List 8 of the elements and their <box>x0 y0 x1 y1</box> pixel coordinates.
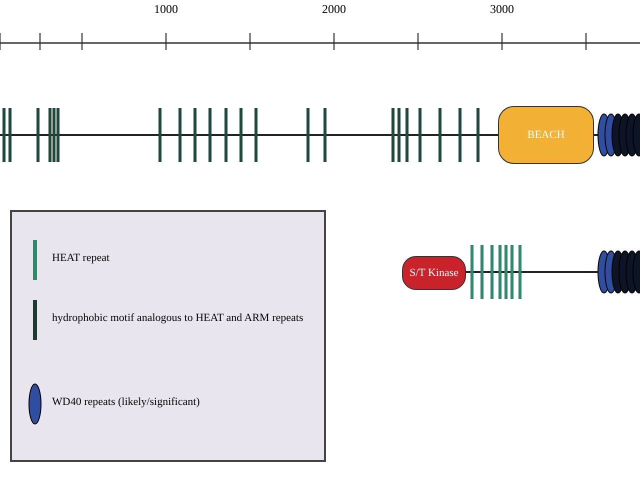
legend-label: HEAT repeat <box>52 252 110 264</box>
tick-label: 1000 <box>154 2 178 17</box>
tick-label: 3000 <box>490 2 514 17</box>
legend-label: hydrophobic motif analogous to HEAT and ARM repeats <box>52 312 304 324</box>
tick-label: 2000 <box>322 2 346 17</box>
domain-box: BEACH <box>498 106 594 164</box>
legend-label: WD40 repeats (likely/significant) <box>52 396 200 408</box>
domain-box: S/T Kinase <box>402 256 466 290</box>
